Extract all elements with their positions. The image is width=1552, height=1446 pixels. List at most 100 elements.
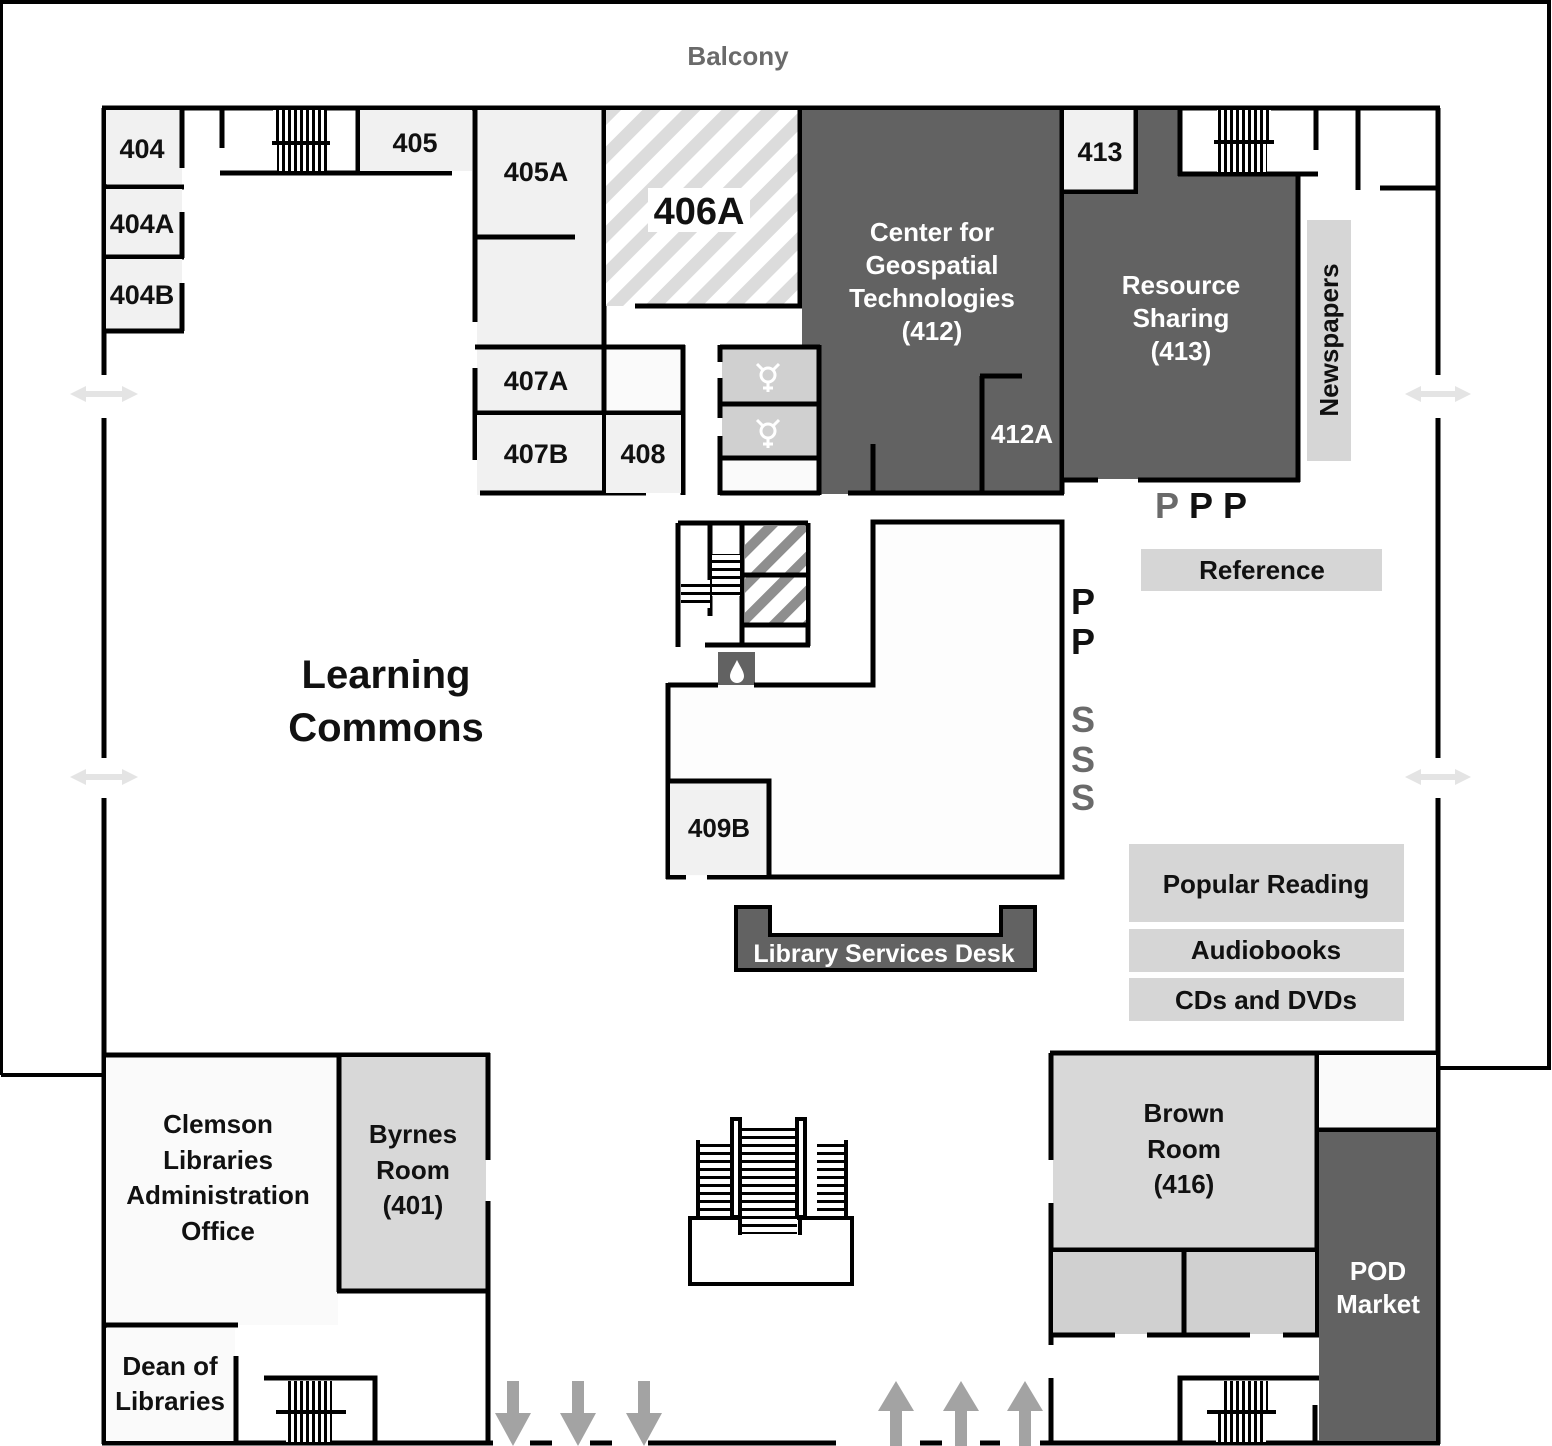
stairs-top-right xyxy=(1214,110,1438,191)
learning-commons[interactable]: Learning Commons xyxy=(288,653,484,750)
audiobooks-shelf[interactable]: Audiobooks xyxy=(1129,929,1404,972)
double-arrow-icon xyxy=(1405,769,1471,785)
stairs-bottom-left xyxy=(264,1375,378,1444)
room-406a[interactable]: 406A xyxy=(606,110,803,309)
svg-text:Popular Reading: Popular Reading xyxy=(1163,869,1370,899)
svg-text:407B: 407B xyxy=(504,439,569,469)
stairs-top-left xyxy=(219,110,452,176)
svg-text:POD: POD xyxy=(1350,1256,1406,1286)
reference-shelf[interactable]: Reference xyxy=(1141,549,1382,591)
svg-text:Audiobooks: Audiobooks xyxy=(1191,935,1341,965)
svg-text:Library Services Desk: Library Services Desk xyxy=(753,940,1014,968)
center-stair-core xyxy=(675,520,811,648)
byrnes-room[interactable]: Byrnes Room (401) xyxy=(336,1053,491,1445)
svg-text:Clemson: Clemson xyxy=(163,1109,273,1139)
all-gender-restroom-icon[interactable] xyxy=(755,362,781,392)
svg-text:Libraries: Libraries xyxy=(163,1145,273,1175)
scanner-mark: S xyxy=(1071,739,1095,780)
svg-text:Dean of: Dean of xyxy=(122,1351,218,1381)
water-fountain-icon[interactable] xyxy=(718,652,755,690)
balcony-area: Balcony xyxy=(0,0,1551,1077)
main-staircase[interactable] xyxy=(688,1117,854,1286)
printer-marks-column: P P xyxy=(1071,581,1095,662)
scanner-mark: S xyxy=(1071,777,1095,818)
svg-text:Office: Office xyxy=(181,1216,255,1246)
room-413[interactable]: 413 xyxy=(1062,110,1139,195)
svg-text:(413): (413) xyxy=(1151,336,1212,366)
room-407a[interactable]: 407A xyxy=(472,344,686,495)
room-413-resource-sharing[interactable]: Resource Sharing (413) xyxy=(1064,110,1318,483)
room-412a[interactable]: 412A xyxy=(991,419,1053,449)
svg-text:Administration: Administration xyxy=(126,1180,309,1210)
stairs-icon xyxy=(286,1381,332,1413)
svg-text:Learning: Learning xyxy=(302,653,471,697)
room-405[interactable]: 405 xyxy=(360,110,472,171)
brown-room[interactable]: Brown Room (416) xyxy=(1048,1050,1440,1445)
svg-text:Brown: Brown xyxy=(1144,1098,1225,1128)
library-services-desk[interactable]: Library Services Desk xyxy=(734,905,1037,972)
room-404a[interactable]: 404A xyxy=(104,189,185,260)
svg-text:Newspapers: Newspapers xyxy=(1314,263,1344,416)
restrooms xyxy=(717,344,822,496)
svg-text:405A: 405A xyxy=(504,157,569,187)
up-arrow-icon xyxy=(943,1381,979,1446)
svg-text:404: 404 xyxy=(119,134,164,164)
up-arrow-icon xyxy=(878,1381,914,1446)
svg-text:Room: Room xyxy=(1147,1134,1221,1164)
svg-text:Reference: Reference xyxy=(1199,555,1325,585)
up-arrow-icon xyxy=(1007,1381,1043,1446)
small-rooms-below-brown xyxy=(1051,1250,1319,1338)
printer-mark: P xyxy=(1189,485,1213,526)
scanner-marks-column: S S S xyxy=(1071,699,1095,818)
exit-arrows xyxy=(495,1381,662,1446)
room-404[interactable]: 404 xyxy=(104,110,185,190)
down-arrow-icon xyxy=(626,1381,662,1446)
printer-marks-row: P P P xyxy=(1155,485,1247,526)
popular-reading-shelf[interactable]: Popular Reading xyxy=(1129,844,1404,922)
svg-text:Center for: Center for xyxy=(870,217,994,247)
all-gender-restroom-icon[interactable] xyxy=(755,418,781,448)
svg-text:Market: Market xyxy=(1336,1289,1420,1319)
svg-text:404A: 404A xyxy=(110,209,175,239)
svg-text:Geospatial: Geospatial xyxy=(866,250,999,280)
double-arrow-icon xyxy=(70,769,138,785)
svg-text:406A: 406A xyxy=(654,191,745,233)
svg-text:412A: 412A xyxy=(991,419,1053,449)
dean-of-libraries[interactable]: Dean of Libraries xyxy=(104,1322,239,1445)
svg-text:(401): (401) xyxy=(383,1190,444,1220)
svg-text:Libraries: Libraries xyxy=(115,1386,225,1416)
double-arrow-icon xyxy=(1405,386,1471,402)
svg-text:CDs and DVDs: CDs and DVDs xyxy=(1175,985,1357,1015)
printer-mark: P xyxy=(1155,485,1179,526)
svg-text:(416): (416) xyxy=(1154,1169,1215,1199)
printer-mark: P xyxy=(1223,485,1247,526)
cds-dvds-shelf[interactable]: CDs and DVDs xyxy=(1129,978,1404,1021)
room-412-geospatial[interactable]: Center for Geospatial Technologies (412) xyxy=(802,110,1065,496)
stairs-icon xyxy=(273,110,327,142)
room-408[interactable]: 408 xyxy=(606,415,681,493)
stairs-bottom-right xyxy=(1177,1375,1319,1444)
stairs-icon xyxy=(712,554,740,596)
printer-mark: P xyxy=(1071,621,1095,662)
balcony-label: Balcony xyxy=(687,41,789,71)
scanner-mark: S xyxy=(1071,699,1095,740)
newspapers-shelf[interactable]: Newspapers xyxy=(1307,220,1351,461)
svg-text:408: 408 xyxy=(620,439,665,469)
svg-text:(412): (412) xyxy=(902,316,963,346)
down-arrow-icon xyxy=(495,1381,531,1446)
entrance-arrows xyxy=(878,1381,1043,1446)
pod-market[interactable]: POD Market xyxy=(1319,1132,1436,1441)
room-409b[interactable]: 409B xyxy=(668,778,772,877)
svg-text:Commons: Commons xyxy=(288,706,484,750)
svg-text:Resource: Resource xyxy=(1122,270,1241,300)
stairs-icon xyxy=(1222,1381,1268,1413)
svg-text:Sharing: Sharing xyxy=(1133,303,1230,333)
small-room-right xyxy=(1317,1055,1440,1133)
admin-office[interactable]: Clemson Libraries Administration Office xyxy=(104,1052,490,1325)
down-arrow-icon xyxy=(560,1381,596,1446)
stairs-icon xyxy=(1217,110,1271,142)
svg-text:413: 413 xyxy=(1077,137,1122,167)
room-404b[interactable]: 404B xyxy=(104,259,185,334)
svg-text:404B: 404B xyxy=(110,280,175,310)
